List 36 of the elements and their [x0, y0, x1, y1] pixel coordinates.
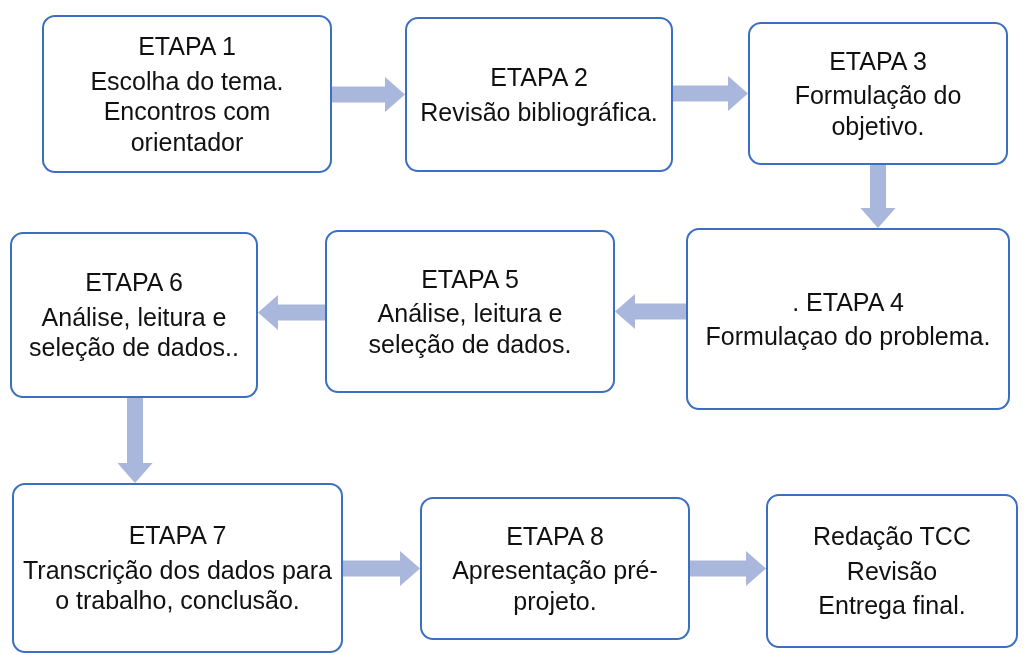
- step-title: ETAPA 8: [506, 520, 604, 552]
- step-text: Transcrição dos dados para o trabalho, conclusão.: [22, 554, 333, 616]
- step-text: Escolha do tema. Encontros com orientador: [89, 65, 285, 157]
- block-arrow: [332, 76, 405, 113]
- process-box: [405, 17, 673, 172]
- process-box: [686, 228, 1010, 410]
- process-box: [42, 15, 332, 173]
- block-arrow: [258, 294, 325, 331]
- step-text: Entrega final.: [818, 590, 966, 621]
- block-arrow: [343, 550, 420, 587]
- process-box: [420, 497, 690, 640]
- step-title: ETAPA 2: [490, 62, 588, 93]
- step-text: Revisão bibliográfica.: [420, 96, 658, 127]
- process-box: [10, 232, 258, 398]
- step-title: ETAPA 1: [138, 31, 236, 62]
- block-arrow: [117, 398, 153, 483]
- step-title: ETAPA 7: [128, 520, 227, 551]
- block-arrow: [673, 75, 748, 112]
- step-title: ETAPA 6: [85, 267, 183, 298]
- process-box: [12, 483, 343, 653]
- step-text: Análise, leitura e seleção de dados.: [367, 298, 573, 360]
- step-title: ETAPA 3: [829, 45, 927, 77]
- step-text: Revisão: [846, 555, 938, 587]
- process-box: [325, 230, 615, 393]
- step-text: Formulaçao do problema.: [705, 321, 991, 352]
- step-text: Formulação do objetivo.: [793, 80, 963, 142]
- step-text: Apresentação pré-projeto.: [451, 555, 659, 617]
- block-arrow: [615, 293, 686, 330]
- block-arrow: [860, 165, 896, 228]
- process-box: [766, 494, 1018, 648]
- step-title: . ETAPA 4: [792, 286, 904, 317]
- step-text: Análise, leitura e seleção de dados..: [28, 301, 240, 363]
- step-title: Redação TCC: [813, 521, 971, 552]
- block-arrow: [690, 550, 766, 587]
- step-title: ETAPA 5: [421, 263, 519, 295]
- process-box: [748, 22, 1008, 165]
